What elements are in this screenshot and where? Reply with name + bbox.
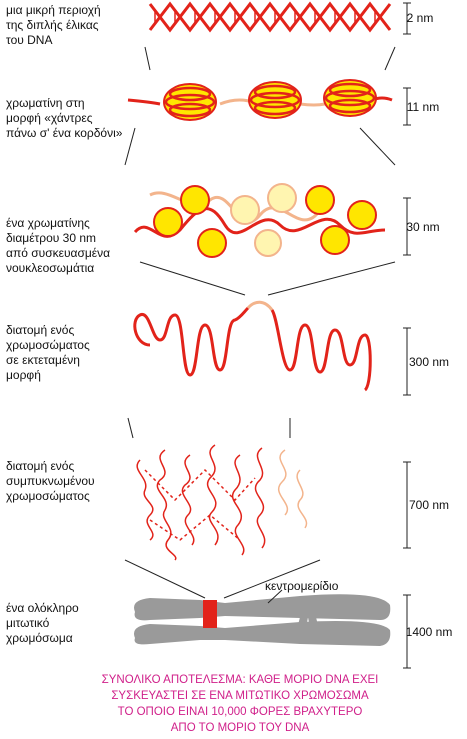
label-mitotic-chromosome: ένα ολόκληρο μιτωτικό χρωμόσωμα [6, 601, 79, 645]
scale-700nm: 700 nm [408, 498, 450, 512]
scale-300nm: 300 nm [408, 355, 450, 369]
nucleosome [163, 83, 217, 121]
scale-30nm: 30 nm [406, 220, 440, 234]
summary-text: ΣΥΝΟΛΙΚΟ ΑΠΟΤΕΛΕΣΜΑ: ΚΑΘΕ ΜΟΡΙΟ DNA ΕΧΕΙ… [101, 674, 379, 734]
nucleosome [323, 79, 377, 117]
scale-2nm: 2 nm [406, 11, 434, 25]
label-condensed-chromosome: διατομή ενός συμπυκνωμένου χρωμοσώματος [6, 459, 95, 503]
mitotic-chromosome [134, 594, 391, 646]
centromere-label: κεντρομερίδιο [265, 579, 339, 593]
dna-double-helix [148, 1, 392, 33]
centromere-highlight [203, 600, 217, 628]
nucleosome [248, 81, 302, 119]
label-30nm-fiber: ένα χρωματίνης διαμέτρου 30 nm από συσκε… [6, 216, 111, 275]
label-extended-chromosome: διατομή ενός χρωμοσώματος σε εκτεταμένη … [6, 323, 90, 382]
extended-chromosome-loops [133, 300, 372, 392]
label-dna-helix: μια μικρή περιοχή της διπλής έλικας του … [6, 3, 101, 47]
condensed-chromosome-loops [136, 444, 308, 561]
scale-1400nm: 1400 nm [405, 625, 453, 639]
label-beads-on-string: χρωματίνη στη μορφή «χάντρες πάνω σ' ένα… [6, 96, 123, 140]
chromatin-fiber-30nm [133, 183, 386, 258]
beads-on-string [127, 79, 393, 121]
scale-11nm: 11 nm [406, 100, 440, 114]
